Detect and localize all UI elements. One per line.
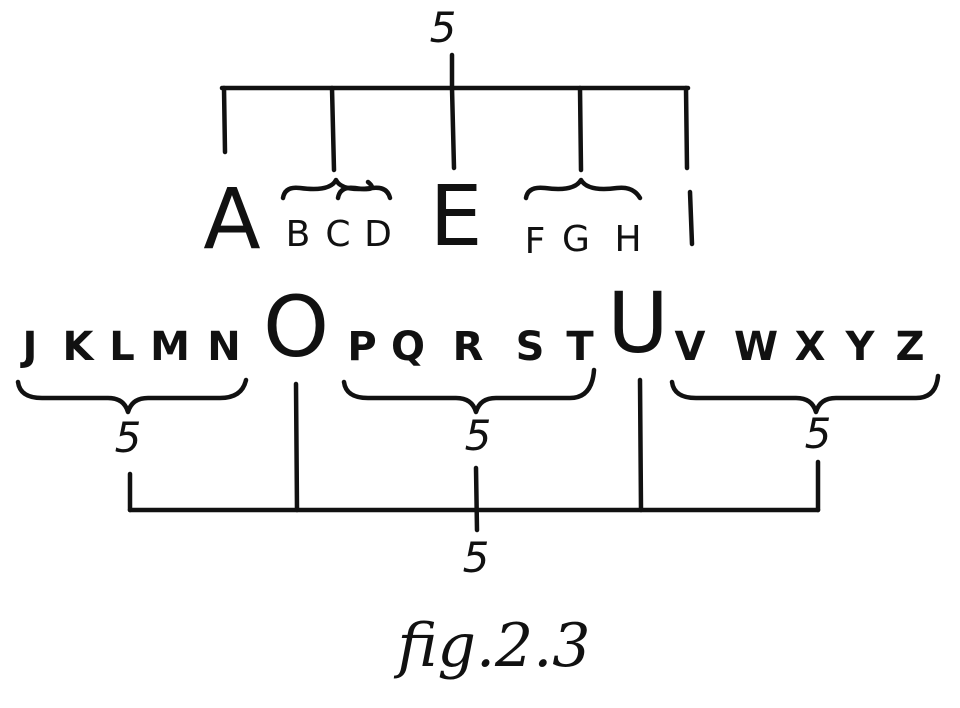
letter-n: N — [207, 324, 240, 370]
top-bracket — [219, 52, 691, 173]
letter-k: K — [63, 324, 96, 370]
left-consonant-group: J K L M N — [20, 324, 241, 370]
letter-y: Y — [845, 324, 876, 370]
brace-right-group — [669, 373, 941, 415]
letter-d: D — [364, 214, 392, 255]
letter-f: F — [525, 221, 546, 262]
top-count-label: 5 — [430, 3, 457, 52]
right-consonant-group: V W X Y Z — [675, 324, 925, 370]
brace-left-group — [15, 377, 249, 415]
letter-z: Z — [895, 324, 924, 370]
letter-h: H — [614, 219, 641, 260]
vertical-bar — [687, 189, 695, 247]
bottom-count-label: 5 — [463, 533, 490, 582]
letter-g: G — [562, 219, 590, 260]
letter-l: L — [109, 324, 135, 370]
letter-s: S — [516, 324, 545, 370]
letter-q: Q — [391, 324, 425, 370]
brace-middle-group — [341, 367, 597, 415]
brace-cd — [335, 179, 375, 201]
letter-p: P — [347, 324, 376, 370]
letter-e: E — [429, 167, 482, 265]
letter-o: O — [263, 278, 329, 376]
letter-r: R — [453, 324, 484, 370]
letter-b: B — [286, 214, 311, 255]
letter-j: J — [20, 324, 38, 370]
letter-x: X — [795, 324, 826, 370]
letter-a: A — [203, 170, 260, 268]
brace-bc — [280, 177, 393, 201]
letter-v: V — [675, 324, 706, 370]
letter-c: C — [325, 214, 350, 255]
right-group-count: 5 — [805, 409, 832, 458]
letter-t: T — [566, 324, 594, 370]
letter-w: W — [734, 324, 778, 370]
bottom-bracket — [127, 377, 821, 533]
middle-consonant-group: P Q R S T — [347, 324, 594, 370]
letter-m: M — [150, 324, 190, 370]
figure-caption: fig.2.3 — [394, 611, 591, 681]
middle-group-count: 5 — [465, 411, 492, 460]
letter-u: U — [607, 274, 668, 372]
left-group-count: 5 — [115, 413, 142, 462]
brace-fg — [523, 177, 643, 201]
